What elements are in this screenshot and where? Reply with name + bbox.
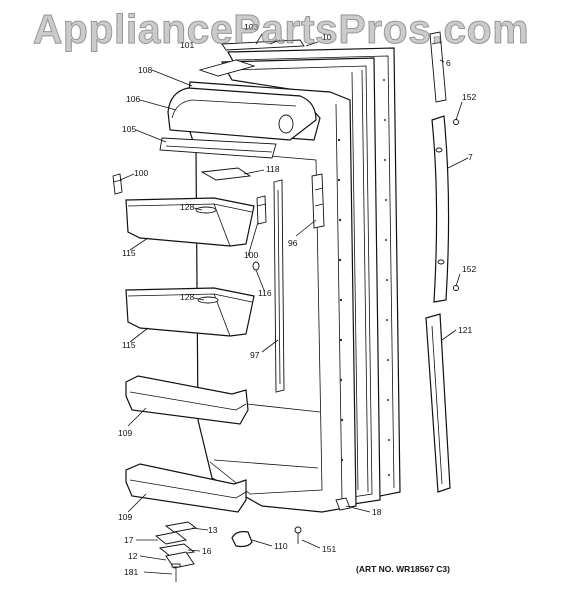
label-13: 13 bbox=[208, 525, 218, 535]
label-7: 7 bbox=[468, 152, 473, 162]
shelf-115-lower bbox=[125, 287, 255, 337]
part-118-block bbox=[200, 167, 252, 181]
label-108: 108 bbox=[138, 65, 152, 75]
part-100-left-bracket bbox=[112, 173, 123, 195]
label-152-top: 152 bbox=[462, 92, 476, 102]
label-97: 97 bbox=[250, 350, 260, 360]
label-100-left: 100 bbox=[134, 168, 148, 178]
label-96: 96 bbox=[288, 238, 298, 248]
label-101: 101 bbox=[180, 40, 194, 50]
part-152-screws bbox=[453, 119, 459, 291]
part-number-labels: 6 152 7 152 121 108 106 105 118 100 128 … bbox=[118, 22, 476, 577]
liner-flange-holes bbox=[337, 138, 344, 462]
part-17 bbox=[154, 531, 188, 545]
part-100-right-bracket bbox=[256, 195, 267, 225]
label-105: 105 bbox=[122, 124, 136, 134]
label-6: 6 bbox=[446, 58, 451, 68]
part-13 bbox=[164, 521, 198, 533]
label-100-right: 100 bbox=[244, 250, 258, 260]
label-121: 121 bbox=[458, 325, 472, 335]
label-18: 18 bbox=[372, 507, 382, 517]
label-151: 151 bbox=[322, 544, 336, 554]
label-115-lower: 115 bbox=[122, 340, 136, 350]
label-106: 106 bbox=[126, 94, 140, 104]
label-109-lower: 109 bbox=[118, 512, 132, 522]
label-128-lower: 128 bbox=[180, 292, 194, 302]
leader-lines bbox=[119, 59, 469, 575]
bin-109-upper bbox=[125, 375, 249, 425]
label-12: 12 bbox=[128, 551, 138, 561]
label-110: 110 bbox=[274, 541, 288, 551]
part-116-clip bbox=[252, 261, 260, 271]
label-17: 17 bbox=[124, 535, 134, 545]
part-96-strip bbox=[311, 173, 325, 229]
part-110-cap bbox=[231, 531, 253, 548]
part-151-screw bbox=[294, 526, 302, 544]
shelf-115-upper bbox=[125, 197, 255, 247]
label-116: 116 bbox=[258, 288, 272, 298]
label-181: 181 bbox=[124, 567, 138, 577]
label-128-upper: 128 bbox=[180, 202, 194, 212]
bin-109-lower bbox=[125, 463, 247, 513]
part-181-screw bbox=[171, 563, 181, 582]
bottom-hinge-parts bbox=[154, 497, 351, 582]
part-18-strip bbox=[335, 497, 351, 511]
label-115-upper: 115 bbox=[122, 248, 136, 258]
label-152-bottom: 152 bbox=[462, 264, 476, 274]
part-7-handle bbox=[431, 115, 450, 303]
label-109-upper: 109 bbox=[118, 428, 132, 438]
part-121-trim bbox=[425, 313, 451, 493]
top-trim-parts bbox=[198, 33, 319, 77]
label-118: 118 bbox=[266, 164, 280, 174]
art-number: (ART NO. WR18567 C3) bbox=[356, 564, 450, 574]
outer-panel-holes bbox=[383, 79, 390, 476]
label-103: 103 bbox=[244, 22, 258, 32]
part-97-rail bbox=[273, 179, 285, 393]
dairy-compartment bbox=[159, 87, 321, 159]
part-6-handle-cap bbox=[429, 31, 447, 103]
label-16: 16 bbox=[202, 546, 212, 556]
label-10: 10 bbox=[322, 32, 332, 42]
